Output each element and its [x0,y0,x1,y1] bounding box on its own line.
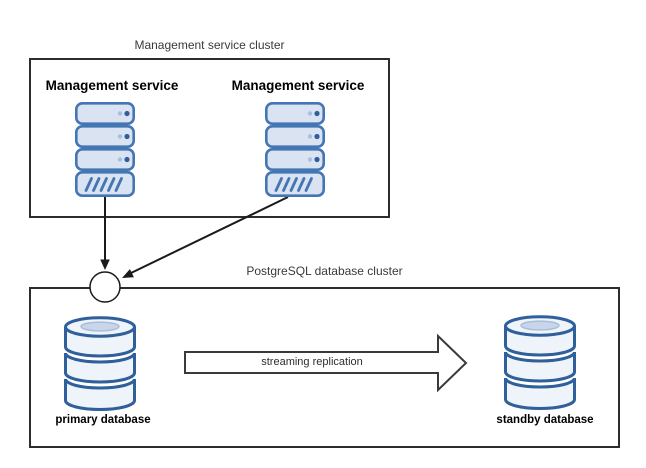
primary-database-label: primary database [55,414,151,426]
streaming-replication-label: streaming replication [261,356,363,368]
server-icon [265,102,325,197]
postgres-cluster-title: PostgreSQL database cluster [246,264,403,278]
server-vents [274,177,313,192]
server-icon [75,102,135,197]
connector-circle [89,271,121,303]
standby-database-label: standby database [496,414,594,426]
database-icon [64,316,136,411]
replication-block-arrow [184,333,468,393]
management-service-label-1: Management service [45,78,179,93]
arrow-left-service-to-circle [100,197,110,270]
database-top-hole [520,320,560,331]
database-top-hole [80,321,120,332]
server-vents [84,177,123,192]
management-service-label-2: Management service [231,78,365,93]
arrow-right-service-to-circle [122,196,289,278]
management-cluster-title: Management service cluster [134,38,285,52]
database-icon [504,315,576,410]
